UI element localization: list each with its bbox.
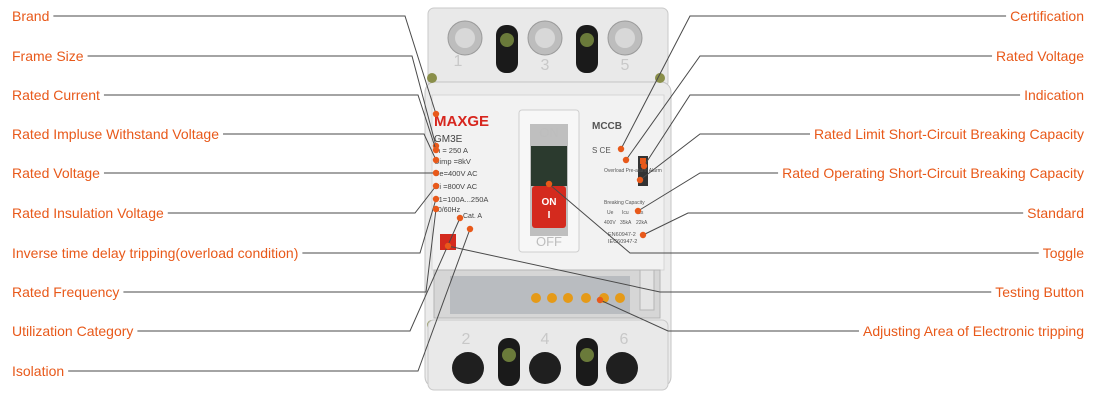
label-utilization-category: Utilization Category	[12, 323, 134, 339]
left-leader-dot	[456, 214, 464, 222]
terminal-number-4: 4	[541, 331, 550, 348]
bottom-terminals	[452, 338, 638, 386]
off-marking: OFF	[536, 234, 562, 249]
mccb-text: MCCB	[592, 121, 622, 132]
adjusting-dials	[531, 293, 625, 303]
leader-lines	[53, 15, 1039, 372]
right-leader-line	[643, 94, 1021, 167]
right-leader-dot	[634, 207, 642, 215]
certification-marks: S CE	[592, 146, 611, 155]
right-leader-dot	[636, 176, 644, 184]
left-leader-dot	[432, 195, 440, 203]
category-text: Cat. A	[463, 213, 482, 220]
left-leader-line	[103, 94, 437, 151]
left-leader-line	[167, 185, 437, 214]
ue-text: Ue=400V AC	[434, 169, 478, 178]
ics-value: 22kA	[636, 220, 648, 226]
right-leader-line	[642, 212, 1024, 236]
label-certification: Certification	[1010, 8, 1084, 24]
icu-value: 35kA	[620, 220, 632, 226]
label-frame-size: Frame Size	[12, 48, 84, 64]
right-leader-line	[599, 299, 859, 332]
indication-text: Overload Pre-alarm Alarm	[604, 168, 662, 174]
left-leader-line	[53, 15, 437, 115]
lever-i-text: I	[548, 210, 551, 221]
left-leader-line	[302, 198, 437, 254]
label-indication: Indication	[1024, 87, 1084, 103]
left-leader-dot	[432, 182, 440, 190]
left-leader-line	[87, 55, 437, 147]
right-leader-dot	[545, 180, 553, 188]
uimp-text: Uimp =8kV	[434, 157, 471, 166]
right-leader-dot	[639, 231, 647, 239]
left-leader-line	[68, 228, 471, 372]
left-leader-line	[123, 208, 437, 293]
label-isolation: Isolation	[12, 363, 65, 379]
ue-column-label: Ue	[607, 210, 614, 216]
terminal-number-1: 1	[454, 53, 463, 70]
right-leader-line	[548, 183, 1039, 254]
label-testing-button: Testing Button	[995, 284, 1084, 300]
right-leader-line	[625, 55, 993, 161]
ue-value: 400V	[604, 220, 616, 226]
label-rated-insulation-voltage: Rated Insulation Voltage	[12, 205, 164, 221]
terminal-number-3: 3	[541, 57, 550, 74]
label-toggle: Toggle	[1042, 245, 1084, 261]
right-leader-dot	[596, 296, 604, 304]
frequency-text: 50/60Hz	[434, 207, 461, 214]
label-rated-current: Rated Current	[12, 87, 100, 103]
model-text: GM3E	[434, 134, 463, 145]
right-leader-line	[447, 245, 992, 293]
label-rated-operating-breaking-capacity: Rated Operating Short-Circuit Breaking C…	[782, 165, 1084, 181]
terminal-number-2: 2	[462, 331, 471, 348]
terminal-number-5: 5	[621, 57, 630, 74]
breaking-capacity-text: Breaking Capacity	[604, 200, 645, 206]
right-leader-dot	[640, 162, 648, 170]
right-leader-line	[639, 133, 810, 181]
left-leader-dot	[432, 205, 440, 213]
label-adjusting-area: Adjusting Area of Electronic tripping	[862, 323, 1084, 339]
right-leader-line	[637, 172, 779, 212]
lever-on-text: ON	[542, 197, 557, 208]
label-brand: Brand	[12, 8, 50, 24]
left-leader-dot	[466, 225, 474, 233]
label-rated-voltage-left: Rated Voltage	[12, 165, 100, 181]
label-rated-frequency: Rated Frequency	[12, 284, 120, 300]
left-leader-line	[137, 217, 461, 332]
rated-current-text: In = 250 A	[434, 146, 468, 155]
right-leader-dot	[622, 156, 630, 164]
on-marking: ON	[539, 125, 559, 140]
label-rated-impulse-withstand-voltage: Rated Impluse Withstand Voltage	[12, 126, 220, 142]
top-terminals	[447, 20, 643, 73]
ir-text: Ir1=100A...250A	[434, 195, 488, 204]
label-inverse-time-delay: Inverse time delay tripping(overload con…	[12, 245, 299, 261]
label-rated-voltage-right: Rated Voltage	[996, 48, 1084, 64]
brand-logo-text: MAXGE	[434, 113, 489, 130]
left-leader-dot	[432, 156, 440, 164]
icu-column-label: Icu	[622, 210, 629, 216]
right-leader-line	[620, 15, 1007, 150]
label-standard: Standard	[1027, 205, 1084, 221]
left-leader-dot	[432, 110, 440, 118]
standard-iec-text: IEC60947-2	[608, 239, 637, 245]
ui-text: Ui =800V AC	[434, 182, 478, 191]
right-leader-dot	[617, 145, 625, 153]
label-rated-limit-breaking-capacity: Rated Limit Short-Circuit Breaking Capac…	[814, 126, 1084, 142]
terminal-number-6: 6	[620, 331, 629, 348]
left-leader-dot	[432, 169, 440, 177]
standard-en-text: EN60947-2	[608, 232, 636, 238]
left-leader-line	[223, 133, 437, 161]
right-leader-dot	[444, 242, 452, 250]
left-leader-dot	[432, 146, 440, 154]
